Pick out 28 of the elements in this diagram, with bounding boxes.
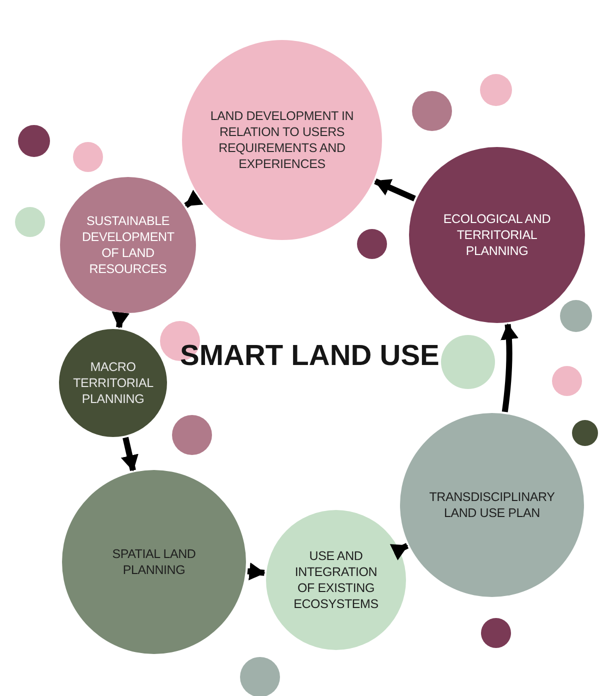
arrow (500, 323, 518, 412)
decor-circle (552, 366, 582, 396)
arrow (112, 311, 130, 328)
decor-circle (357, 229, 387, 259)
node-label: ECOLOGICAL AND TERRITORIAL PLANNING (442, 210, 552, 260)
arrow (390, 543, 409, 560)
decor-circle (172, 415, 212, 455)
node-label: SPATIAL LAND PLANNING (111, 546, 197, 578)
diagram-title: SMART LAND USE (180, 340, 440, 373)
decor-circle (240, 657, 280, 696)
arrow (374, 178, 416, 202)
node-label: TRANSDISCIPLINARY LAND USE PLAN (428, 488, 556, 522)
decor-circle (480, 74, 512, 106)
decor-circle (560, 300, 592, 332)
node-label: USE AND INTEGRATION OF EXISTING ECOSYSTEMS (292, 548, 380, 612)
arrow (120, 436, 138, 472)
decor-circle (481, 618, 511, 648)
decor-circle (18, 125, 50, 157)
decor-circle (572, 420, 598, 446)
node-label: SUSTAINABLE DEVELOPMENT OF LAND RESOURCES (82, 212, 174, 278)
decor-circle (441, 335, 495, 389)
arrow (247, 562, 266, 580)
decor-circle (15, 207, 45, 237)
decor-circle (73, 142, 103, 172)
decor-circle (412, 91, 452, 131)
node-label: MACRO TERRITORIAL PLANNING (73, 358, 153, 408)
node-label: LAND DEVELOPMENT IN RELATION TO USERS REQUIREMENTS AND EXPERIENCES (209, 108, 355, 172)
arrow (184, 190, 204, 208)
